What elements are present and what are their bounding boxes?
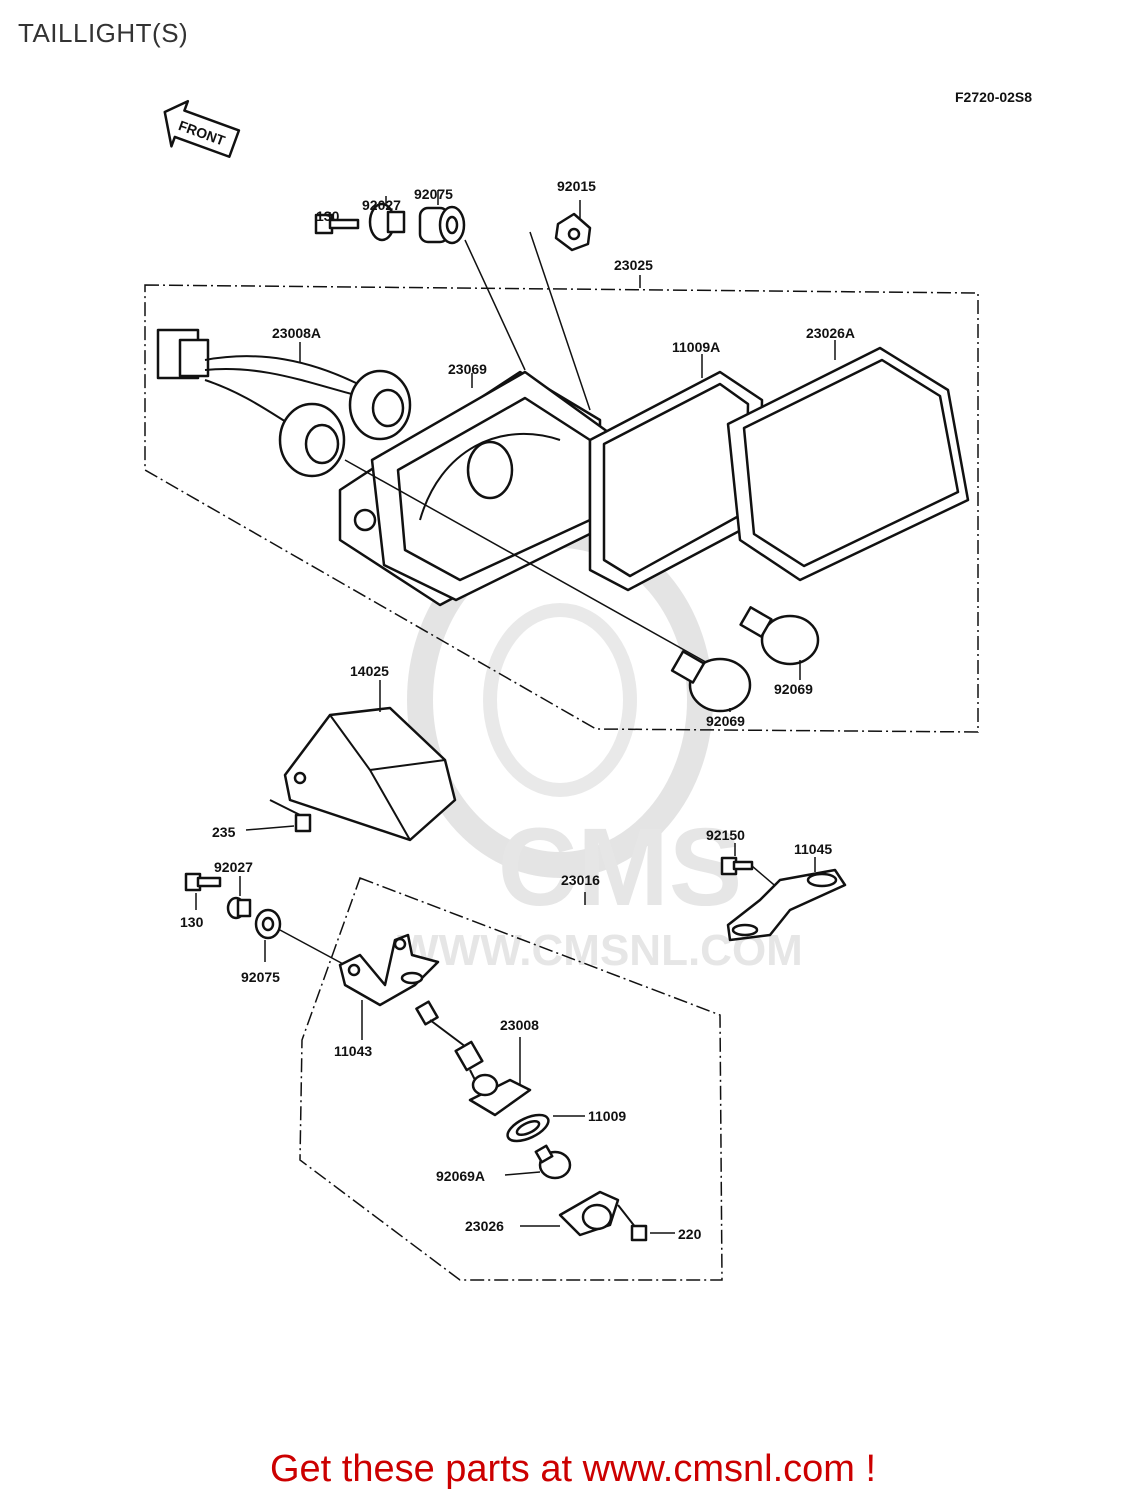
label-92027-top: 92027: [362, 197, 401, 213]
bolt-130-top: [314, 213, 360, 235]
label-92150: 92150: [706, 827, 745, 843]
nut-92015: [554, 212, 592, 252]
screw-235: [269, 799, 312, 833]
lens-23026A: [726, 346, 970, 582]
label-92069A: 92069A: [436, 1168, 485, 1184]
bracket-11045: [726, 868, 847, 942]
label-23025: 23025: [614, 257, 653, 273]
label-130-low: 130: [180, 914, 204, 930]
front-arrow-icon: FRONT: [163, 99, 241, 159]
label-23016: 23016: [561, 872, 600, 888]
bolt-92150: [720, 856, 754, 876]
label-11009A: 11009A: [672, 339, 720, 355]
label-92069-right: 92069: [774, 681, 813, 697]
label-130-top: 130: [316, 208, 340, 224]
footer-link[interactable]: Get these parts at www.cmsnl.com !: [269, 1448, 877, 1490]
cover-14025: [283, 706, 457, 842]
page-title: TAILLIGHT(S): [18, 18, 189, 48]
socket-23008: [415, 1000, 532, 1117]
bracket-11043: [338, 933, 440, 1007]
watermark-cms: CMS: [498, 806, 742, 929]
label-11009: 11009: [588, 1108, 626, 1124]
label-11045: 11045: [794, 841, 832, 857]
assembly-frame-23016: [299, 877, 723, 1281]
harness-23008A: [156, 328, 412, 478]
label-235: 235: [212, 824, 236, 840]
label-23008A: 23008A: [272, 325, 321, 341]
collar-92027-low: [226, 896, 252, 920]
bolt-130-low: [184, 872, 222, 892]
collar-92027-top: [368, 202, 406, 242]
label-23026A: 23026A: [806, 325, 855, 341]
grommet-92075-low: [254, 908, 282, 940]
cmsnl-watermark: CMS WWW.CMSNL.COM: [397, 522, 803, 975]
gasket-11009A: [588, 370, 764, 592]
label-23008: 23008: [500, 1017, 539, 1033]
label-92015: 92015: [557, 178, 596, 194]
seal-11009: [506, 1113, 550, 1143]
screw-220: [617, 1204, 648, 1242]
label-92069-left: 92069: [706, 713, 745, 729]
label-220: 220: [678, 1226, 702, 1242]
label-11043: 11043: [334, 1043, 372, 1059]
lens-23026: [558, 1190, 620, 1237]
label-92027-low: 92027: [214, 859, 253, 875]
bulb-92069-right: [739, 606, 820, 666]
bulb-92069-left: [670, 650, 752, 713]
label-23026: 23026: [465, 1218, 504, 1234]
label-14025: 14025: [350, 663, 389, 679]
bulb-92069A: [534, 1144, 572, 1180]
grommet-92075-top: [418, 205, 466, 245]
housing-23069: [338, 370, 610, 607]
figure-code: F2720-02S8: [955, 89, 1032, 105]
label-92075-low: 92075: [241, 969, 280, 985]
label-92075-top: 92075: [414, 186, 453, 202]
label-23069: 23069: [448, 361, 487, 377]
